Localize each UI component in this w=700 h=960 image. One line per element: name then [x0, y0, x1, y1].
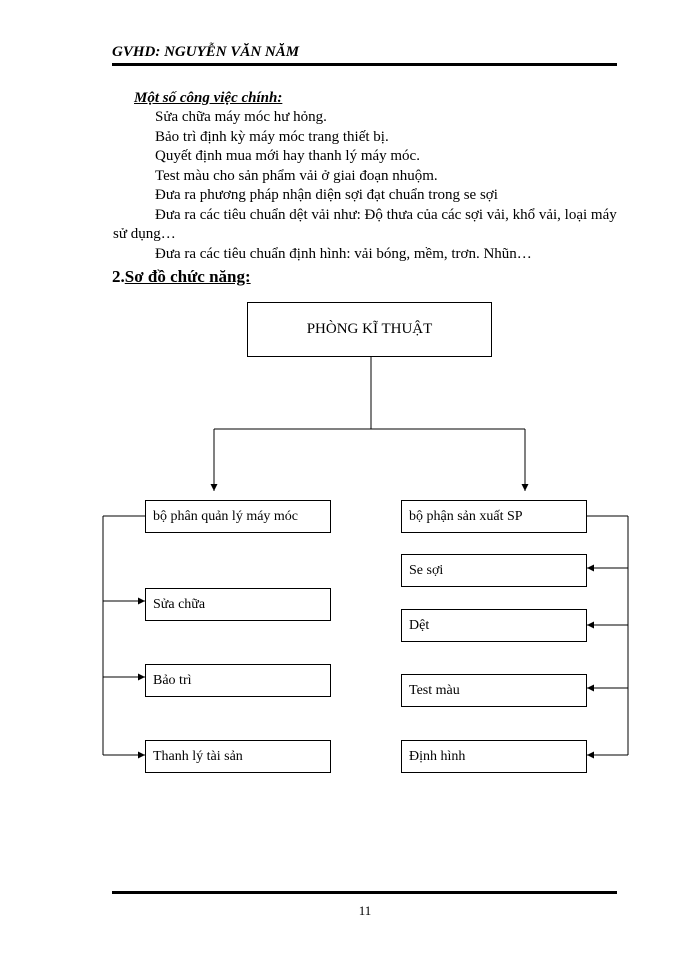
task-item: Quyết định mua mới hay thanh lý máy móc. [155, 148, 420, 164]
right-child-label: Dệt [409, 617, 430, 633]
left-child-node: Thanh lý tài sản [145, 740, 331, 773]
right-child-label: Test màu [409, 682, 460, 698]
left-child-label: Sửa chữa [153, 596, 206, 612]
section-heading: 2.Sơ đồ chức năng: [112, 267, 251, 287]
section-number: 2. [112, 267, 125, 286]
right-child-node: Định hình [401, 740, 587, 773]
right-child-node: Dệt [401, 609, 587, 642]
task-item: Test màu cho sản phẩm vải ở giai đoạn nh… [155, 167, 438, 184]
task-item: Sửa chữa máy móc hư hỏng. [155, 109, 327, 125]
right-child-node: Test màu [401, 674, 587, 707]
page-number: 11 [358, 903, 372, 918]
footer-rule [112, 891, 617, 894]
left-branch-head: bộ phân quản lý máy móc [145, 500, 331, 533]
section-title: Sơ đồ chức năng: [124, 267, 251, 286]
header-title: GVHD: NGUYỄN VĂN NĂM [112, 44, 300, 60]
left-child-label: Thanh lý tài sản [153, 748, 243, 764]
header-rule [112, 63, 617, 66]
task-item: Đưa ra các tiêu chuẩn định hình: vải bón… [155, 245, 532, 262]
right-child-label: Định hình [409, 748, 466, 764]
left-child-label: Bảo trì [153, 672, 192, 688]
tasks-label: Một số công việc chính: [134, 90, 283, 106]
right-child-label: Se sợi [409, 562, 444, 578]
left-child-node: Bảo trì [145, 664, 331, 697]
right-branch-head-label: bộ phận sản xuất SP [409, 508, 523, 524]
right-child-node: Se sợi [401, 554, 587, 587]
task-item: Đưa ra phương pháp nhận diện sợi đạt chu… [155, 187, 498, 203]
left-child-node: Sửa chữa [145, 588, 331, 621]
right-branch-head: bộ phận sản xuất SP [401, 500, 587, 533]
task-item: Bảo trì định kỳ máy móc trang thiết bị. [155, 128, 389, 145]
task-list: Sửa chữa máy móc hư hỏng. Bảo trì định k… [113, 108, 618, 264]
root-node-label: PHÒNG KĨ THUẬT [306, 321, 433, 337]
left-branch-head-label: bộ phân quản lý máy móc [153, 508, 299, 524]
root-node: PHÒNG KĨ THUẬT [247, 302, 492, 357]
task-item: Đưa ra các tiêu chuẩn dệt vải như: Độ th… [113, 206, 617, 243]
